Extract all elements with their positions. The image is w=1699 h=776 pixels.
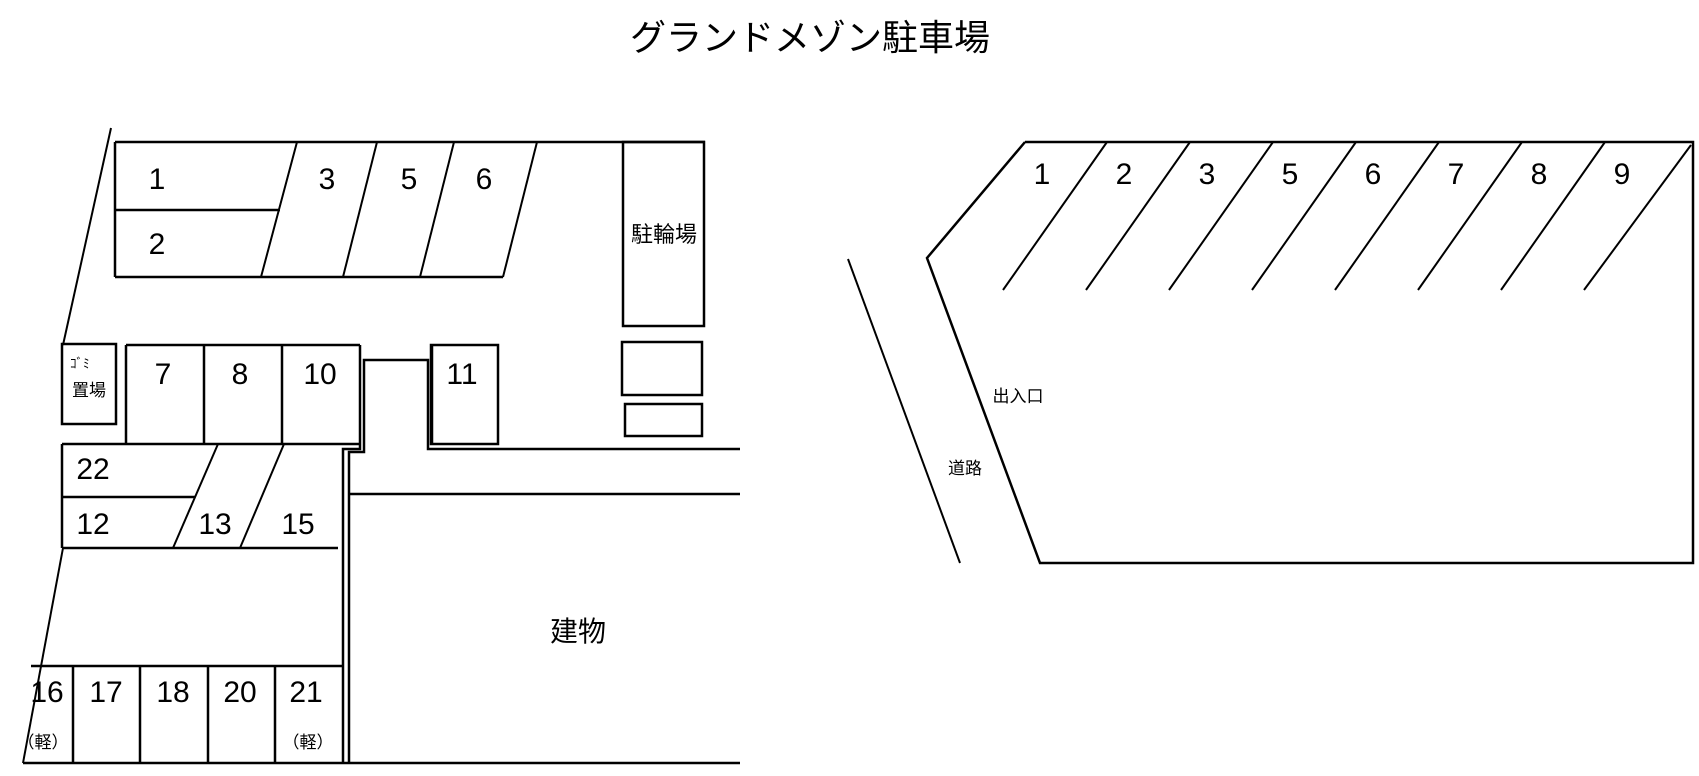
svg-text:6: 6 [476, 163, 493, 196]
svg-text:11: 11 [446, 358, 477, 391]
kei-car-label: （軽） [18, 733, 69, 753]
parking-space-11: 11 [429, 343, 500, 446]
left-parking-lot: 1 2 3 5 6 駐輪場 ｺﾞﾐ 置場 [18, 127, 740, 765]
storage-box-1 [620, 340, 704, 397]
svg-text:7: 7 [155, 358, 172, 391]
top-block [113, 140, 705, 279]
parking-space-22: 22 [76, 453, 109, 486]
parking-space-20: 20 [223, 676, 256, 709]
svg-text:10: 10 [303, 358, 336, 391]
svg-text:18: 18 [156, 676, 189, 709]
svg-text:置場: 置場 [72, 381, 106, 401]
parking-space-13: 13 [198, 508, 231, 541]
svg-text:8: 8 [232, 358, 249, 391]
parking-space-18: 18 [156, 676, 189, 709]
parking-space-7: 7 [155, 358, 172, 391]
right-parking-lot: 1 2 3 5 6 7 8 9 出入口 道路 [847, 140, 1695, 565]
svg-text:13: 13 [198, 508, 231, 541]
right-space-3: 3 [1199, 158, 1216, 191]
lower-row [60, 443, 338, 550]
right-space-8: 8 [1531, 158, 1548, 191]
parking-space-1: 1 [149, 163, 166, 196]
svg-text:駐輪場: 駐輪場 [631, 223, 697, 248]
road-label: 道路 [948, 459, 982, 479]
parking-space-2: 2 [149, 228, 166, 261]
parking-space-10: 10 [303, 358, 336, 391]
svg-text:17: 17 [89, 676, 122, 709]
svg-text:16: 16 [30, 676, 63, 709]
svg-text:6: 6 [1365, 158, 1382, 191]
svg-text:5: 5 [1282, 158, 1299, 191]
svg-text:ｺﾞﾐ: ｺﾞﾐ [70, 357, 90, 372]
svg-text:2: 2 [149, 228, 166, 261]
right-space-6: 6 [1365, 158, 1382, 191]
parking-space-17: 17 [89, 676, 122, 709]
parking-space-15: 15 [281, 508, 314, 541]
svg-text:3: 3 [319, 163, 336, 196]
bottom-row [31, 664, 343, 763]
right-space-5: 5 [1282, 158, 1299, 191]
kei-car-label: （軽） [283, 733, 334, 753]
svg-text:3: 3 [1199, 158, 1216, 191]
right-space-9: 9 [1614, 158, 1631, 191]
parking-space-3: 3 [319, 163, 336, 196]
svg-text:建物: 建物 [550, 615, 606, 648]
svg-text:15: 15 [281, 508, 314, 541]
parking-space-8: 8 [232, 358, 249, 391]
svg-text:9: 9 [1614, 158, 1631, 191]
parking-space-21: 21 （軽） [283, 676, 334, 753]
right-space-1: 1 [1034, 158, 1051, 191]
svg-text:1: 1 [1034, 158, 1051, 191]
parking-space-16: 16 （軽） [18, 676, 69, 753]
svg-text:21: 21 [289, 676, 322, 709]
parking-space-5: 5 [401, 163, 418, 196]
svg-text:12: 12 [76, 508, 109, 541]
page-title: グランドメゾン駐車場 [630, 18, 990, 59]
building-walls [23, 358, 740, 765]
svg-text:8: 8 [1531, 158, 1548, 191]
middle-row [62, 343, 362, 446]
svg-text:22: 22 [76, 453, 109, 486]
svg-text:20: 20 [223, 676, 256, 709]
right-space-2: 2 [1116, 158, 1133, 191]
parking-space-12: 12 [76, 508, 109, 541]
svg-text:7: 7 [1448, 158, 1465, 191]
parking-space-6: 6 [476, 163, 493, 196]
right-space-7: 7 [1448, 158, 1465, 191]
svg-text:2: 2 [1116, 158, 1133, 191]
building: 建物 [550, 615, 606, 648]
svg-text:1: 1 [149, 163, 166, 196]
bicycle-parking: 駐輪場 [621, 140, 706, 328]
storage-box-2 [623, 402, 704, 438]
entrance-label: 出入口 [993, 387, 1044, 407]
garbage-area: ｺﾞﾐ 置場 [60, 342, 118, 426]
svg-text:5: 5 [401, 163, 418, 196]
